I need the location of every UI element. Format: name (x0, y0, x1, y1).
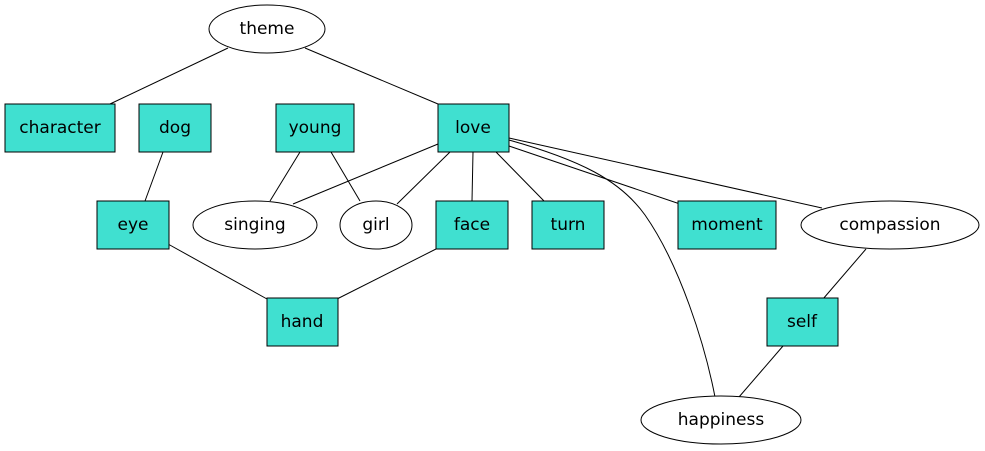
node-love-shape (437, 103, 510, 153)
node-character[interactable]: character (4, 103, 116, 153)
node-turn[interactable]: turn (531, 200, 605, 250)
node-dog-shape (138, 103, 212, 153)
node-face-label: face (454, 215, 490, 235)
edge-young-girl (330, 151, 361, 202)
node-self[interactable]: self (766, 297, 839, 347)
node-hand-shape (266, 297, 339, 347)
node-young[interactable]: young (275, 103, 355, 153)
node-happiness-shape (640, 395, 802, 445)
node-singing-shape (192, 200, 318, 250)
edge-self-happiness (738, 345, 784, 398)
node-singing[interactable]: singing (192, 200, 318, 250)
node-hand[interactable]: hand (266, 297, 339, 347)
node-theme-label: theme (240, 19, 295, 39)
node-happiness[interactable]: happiness (640, 395, 802, 445)
node-young-shape (275, 103, 355, 153)
node-moment-label: moment (691, 215, 763, 235)
edge-love-moment (508, 145, 681, 205)
edge-theme-love (304, 47, 439, 105)
node-character-label: character (19, 118, 100, 138)
edge-young-singing (269, 151, 301, 202)
node-dog[interactable]: dog (138, 103, 212, 153)
edge-love-happiness (508, 139, 716, 398)
edge-compassion-self (822, 248, 867, 300)
node-girl-shape (339, 200, 413, 250)
edge-love-girl (396, 151, 451, 205)
graph-edges (109, 47, 867, 398)
node-love-label: love (455, 118, 491, 138)
node-face[interactable]: face (435, 200, 509, 250)
node-self-label: self (787, 312, 818, 332)
node-girl[interactable]: girl (339, 200, 413, 250)
node-compassion[interactable]: compassion (800, 200, 980, 250)
node-turn-shape (531, 200, 605, 250)
node-love[interactable]: love (437, 103, 510, 153)
node-hand-label: hand (281, 312, 324, 332)
node-theme-shape (208, 4, 326, 54)
edge-dog-eye (144, 151, 164, 202)
node-face-shape (435, 200, 509, 250)
node-eye-shape (96, 200, 170, 250)
edge-face-hand (336, 247, 439, 300)
node-turn-label: turn (551, 215, 586, 235)
node-girl-label: girl (362, 215, 389, 235)
edge-love-face (471, 151, 474, 202)
node-eye[interactable]: eye (96, 200, 170, 250)
edge-theme-character (109, 47, 229, 105)
node-moment-shape (677, 200, 777, 250)
graph-nodes: theme character dog young love eye singi… (4, 4, 980, 445)
node-dog-label: dog (159, 118, 191, 138)
node-compassion-label: compassion (839, 215, 940, 235)
node-moment[interactable]: moment (677, 200, 777, 250)
node-singing-label: singing (224, 215, 285, 235)
edge-love-compassion (508, 137, 823, 209)
node-compassion-shape (800, 200, 980, 250)
node-eye-label: eye (118, 215, 149, 235)
edge-love-turn (495, 151, 545, 202)
node-character-shape (4, 103, 116, 153)
edge-love-singing (292, 143, 439, 205)
node-young-label: young (289, 118, 342, 138)
node-self-shape (766, 297, 839, 347)
node-theme[interactable]: theme (208, 4, 326, 54)
edge-eye-hand (167, 243, 268, 300)
node-happiness-label: happiness (678, 410, 765, 430)
